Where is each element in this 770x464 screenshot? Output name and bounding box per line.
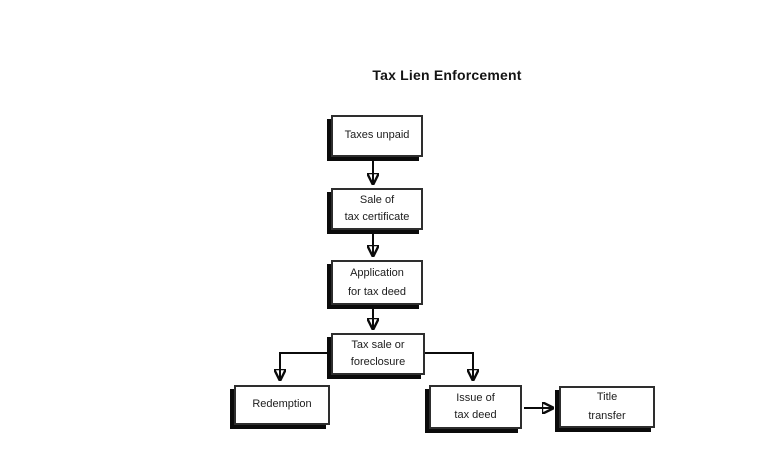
node-label: tax deed <box>454 409 497 421</box>
node-label: Sale of <box>359 193 395 206</box>
diagram-title: Tax Lien Enforcement <box>372 67 522 83</box>
node-sale-of-tax-certificate: Sale of tax certificate <box>331 188 423 230</box>
node-label: transfer <box>588 410 626 422</box>
node-label: tax certificate <box>344 211 410 223</box>
node-taxes-unpaid: Taxes unpaid <box>331 115 423 157</box>
node-title-transfer: Title transfer <box>559 386 655 428</box>
node-label: Title <box>596 391 618 404</box>
node-label: foreclosure <box>350 356 406 368</box>
node-label: Application <box>350 266 404 279</box>
node-label: for tax deed <box>347 285 407 298</box>
node-label: Taxes unpaid <box>344 129 410 142</box>
node-redemption: Redemption <box>234 385 330 425</box>
connector-tax-sale-to-redemption <box>280 352 331 381</box>
node-tax-sale-or-foreclosure: Tax sale or foreclosure <box>331 333 425 375</box>
connector-tax-sale-to-issue <box>425 352 473 381</box>
node-issue-of-tax-deed: Issue of tax deed <box>429 385 522 429</box>
node-label: Issue of <box>456 391 495 404</box>
node-label: Tax sale or <box>351 338 405 351</box>
node-label: Redemption <box>252 398 312 411</box>
node-application-for-tax-deed: Application for tax deed <box>331 260 423 305</box>
